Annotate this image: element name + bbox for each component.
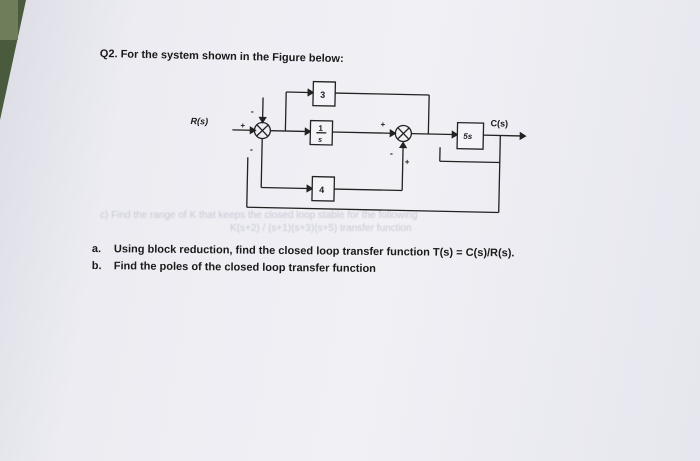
right-block <box>456 121 485 150</box>
arrow-icon <box>398 141 408 149</box>
bottom-block-label: 4 <box>319 185 324 195</box>
middle-block-numerator: 1 <box>318 124 323 133</box>
feedback-line <box>260 138 263 188</box>
top-block <box>312 80 337 107</box>
signal-line <box>411 133 453 136</box>
part-label: a. <box>91 243 102 256</box>
output-feedback-line <box>439 160 500 164</box>
signal-line <box>401 146 404 191</box>
page-corner-edge <box>0 0 18 40</box>
question-parts: a. Using block reduction, find the close… <box>92 243 515 281</box>
signal-line <box>261 186 308 190</box>
right-block-label: 5s <box>463 132 473 141</box>
signal-line <box>335 92 430 96</box>
middle-block-denominator: s <box>318 137 322 144</box>
signal-line <box>427 95 430 135</box>
part-text: Find the poles of the closed loop transf… <box>113 260 376 275</box>
arrow-icon <box>306 184 314 193</box>
signal-line <box>332 131 391 134</box>
arrow-icon <box>258 116 267 124</box>
output-feedback-line <box>246 157 249 208</box>
part-b: b. Find the poles of the closed loop tra… <box>92 260 515 276</box>
arrow-icon <box>389 129 397 138</box>
bleed-through-text: K(s+2) / (s+1)(s+3)(s+5) transfer functi… <box>230 223 412 234</box>
bleed-through-text: c) Find the range of K that keeps the cl… <box>100 210 418 221</box>
sign-label: - <box>251 106 254 116</box>
sign-label: + <box>405 158 410 167</box>
arrow-icon <box>304 127 312 136</box>
output-signal-line <box>483 134 521 137</box>
output-label: C(s) <box>490 118 508 128</box>
arrow-icon <box>519 131 527 141</box>
top-block-label: 3 <box>320 90 325 100</box>
summing-junction-2 <box>394 124 413 143</box>
input-label: R(s) <box>190 116 208 126</box>
signal-line <box>334 188 403 192</box>
arrow-icon <box>451 130 459 139</box>
summing-junction-1 <box>253 121 272 140</box>
sign-label: - <box>390 148 393 158</box>
output-feedback-line <box>498 135 501 213</box>
branch-line <box>284 92 287 132</box>
signal-line <box>270 130 306 133</box>
part-label: b. <box>91 259 102 273</box>
arrow-icon <box>307 88 315 97</box>
sign-label: + <box>380 120 385 129</box>
sign-label: + <box>240 121 245 130</box>
output-feedback-line <box>246 206 499 214</box>
arrow-icon <box>249 126 257 135</box>
sign-label: - <box>250 144 253 154</box>
